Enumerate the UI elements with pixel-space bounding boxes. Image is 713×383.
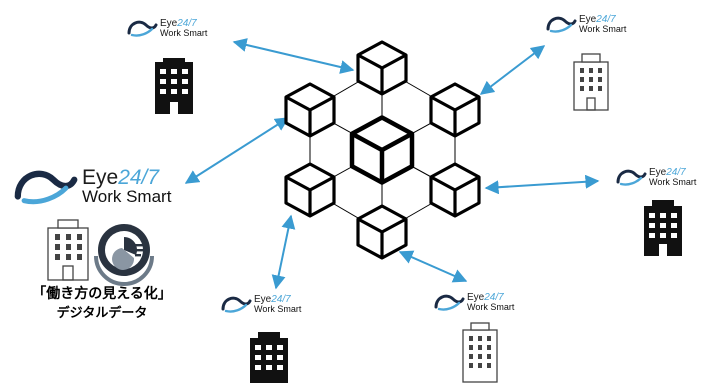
swirl-logo-icon xyxy=(546,16,577,33)
digital-data-caption: デジタルデータ xyxy=(56,306,148,321)
arrow-top-left xyxy=(232,38,355,74)
visualization-caption: 「働き方の見える化」 xyxy=(32,286,172,302)
building-dark-icon xyxy=(250,332,288,383)
eye247-logo: Eye24/7 Work Smart xyxy=(433,291,514,313)
swirl-logo-icon xyxy=(434,294,465,311)
arrow-right xyxy=(484,174,600,195)
blockchain-cubes xyxy=(284,40,481,260)
eye247-logo: Eye24/7 Work Smart xyxy=(126,17,207,39)
arrow-bottom-right xyxy=(398,250,468,283)
blockchain-cube-icon xyxy=(284,162,336,218)
swirl-logo-icon xyxy=(616,169,647,186)
building-outline-icon xyxy=(462,322,498,383)
data-arrows xyxy=(184,38,600,290)
eye247-logo: Eye24/7 Work Smart xyxy=(220,293,301,315)
swirl-logo-icon xyxy=(221,296,252,313)
arrow-bottom-left xyxy=(271,214,296,290)
arrow-left xyxy=(184,117,290,184)
swirl-logo-icon xyxy=(127,20,158,37)
building-outline-icon xyxy=(47,219,89,281)
blockchain-cube-icon xyxy=(356,204,408,260)
eye247-logo-main: Eye24/7 Work Smart xyxy=(10,163,171,209)
building-outline-icon xyxy=(573,53,609,111)
building-dark-icon xyxy=(644,200,682,256)
blockchain-cube-icon xyxy=(429,162,481,218)
arrow-top-right xyxy=(479,45,546,95)
pie-chart-icon xyxy=(94,224,154,286)
eye247-logo: Eye24/7 Work Smart xyxy=(545,13,626,35)
eye247-logo: Eye24/7 Work Smart xyxy=(615,166,696,188)
building-dark-icon xyxy=(155,58,193,114)
blockchain-cube-icon xyxy=(429,82,481,138)
blockchain-cube-icon xyxy=(349,115,415,185)
swirl-logo-icon xyxy=(14,170,78,205)
blockchain-cube-icon xyxy=(284,82,336,138)
blockchain-cube-icon xyxy=(356,40,408,96)
